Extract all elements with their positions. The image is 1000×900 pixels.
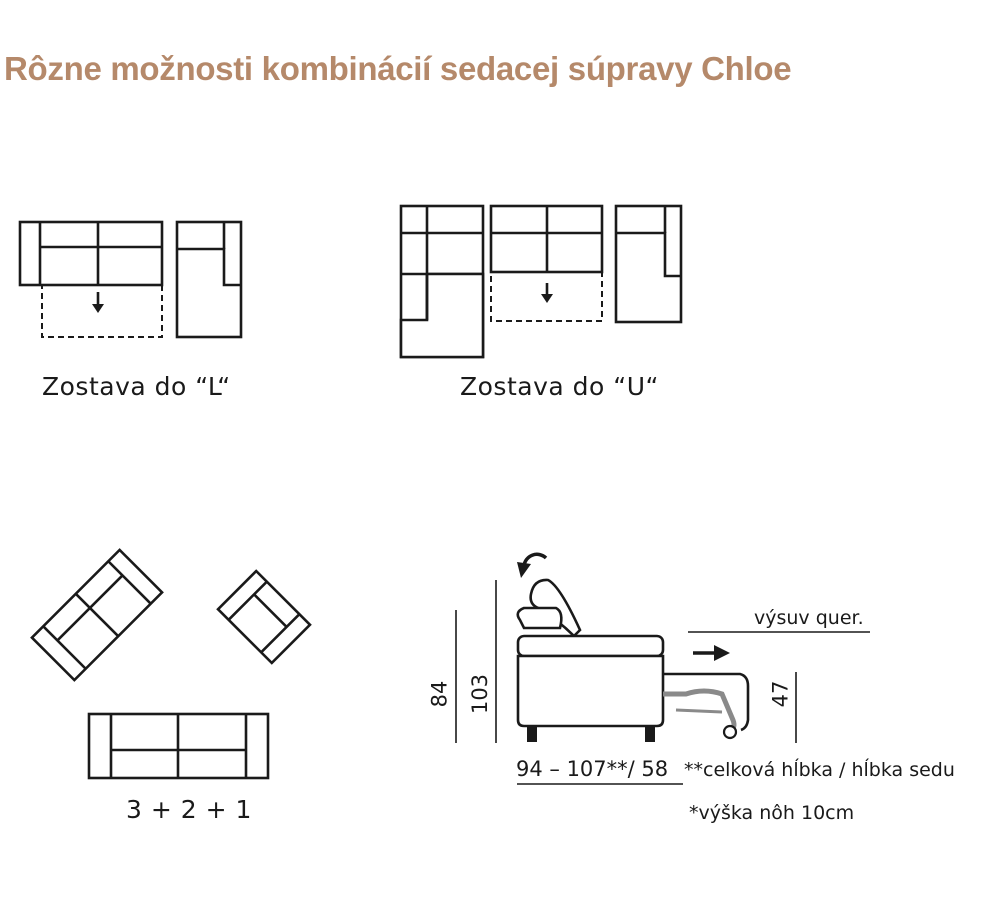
corner-chaise-module [175,220,243,339]
arrow-right-icon [693,645,730,661]
height-47-label: 47 [768,680,793,708]
arrow-down-icon [92,292,104,313]
right-corner-module [614,204,683,324]
rotate-arrow-icon [517,552,548,578]
headrest [516,578,582,638]
set-321-caption: 3 + 2 + 1 [126,795,252,824]
arrow-down-icon [541,283,553,303]
two-seat-sofa [87,712,270,780]
sofa-legs [527,726,655,742]
left-corner-module [399,204,485,359]
pullout-label: výsuv quer. [754,607,864,629]
side-profile-diagram [455,552,870,785]
legs-height-note: *výška nôh 10cm [689,802,855,824]
set-321-diagram [30,548,312,780]
l-layout-caption: Zostava do “L“ [42,372,231,401]
height-103-label: 103 [468,673,493,715]
middle-sofa-module [489,204,604,274]
depth-note: **celková hĺbka / hĺbka sedu [684,759,955,781]
height-84-label: 84 [427,680,452,708]
three-seat-sofa-module [18,220,164,287]
depth-dimension: 94 – 107**/ 58 [516,757,669,781]
l-layout-diagram [18,220,243,339]
sofa-body [516,634,665,728]
u-layout-diagram [399,204,683,359]
three-seat-sofa-angled [30,548,164,682]
armchair-angled [216,569,312,665]
u-layout-caption: Zostava do “U“ [460,372,659,401]
pullout-mechanism [663,672,750,740]
page-title: Rôzne možnosti kombinácií sedacej súprav… [4,50,792,87]
